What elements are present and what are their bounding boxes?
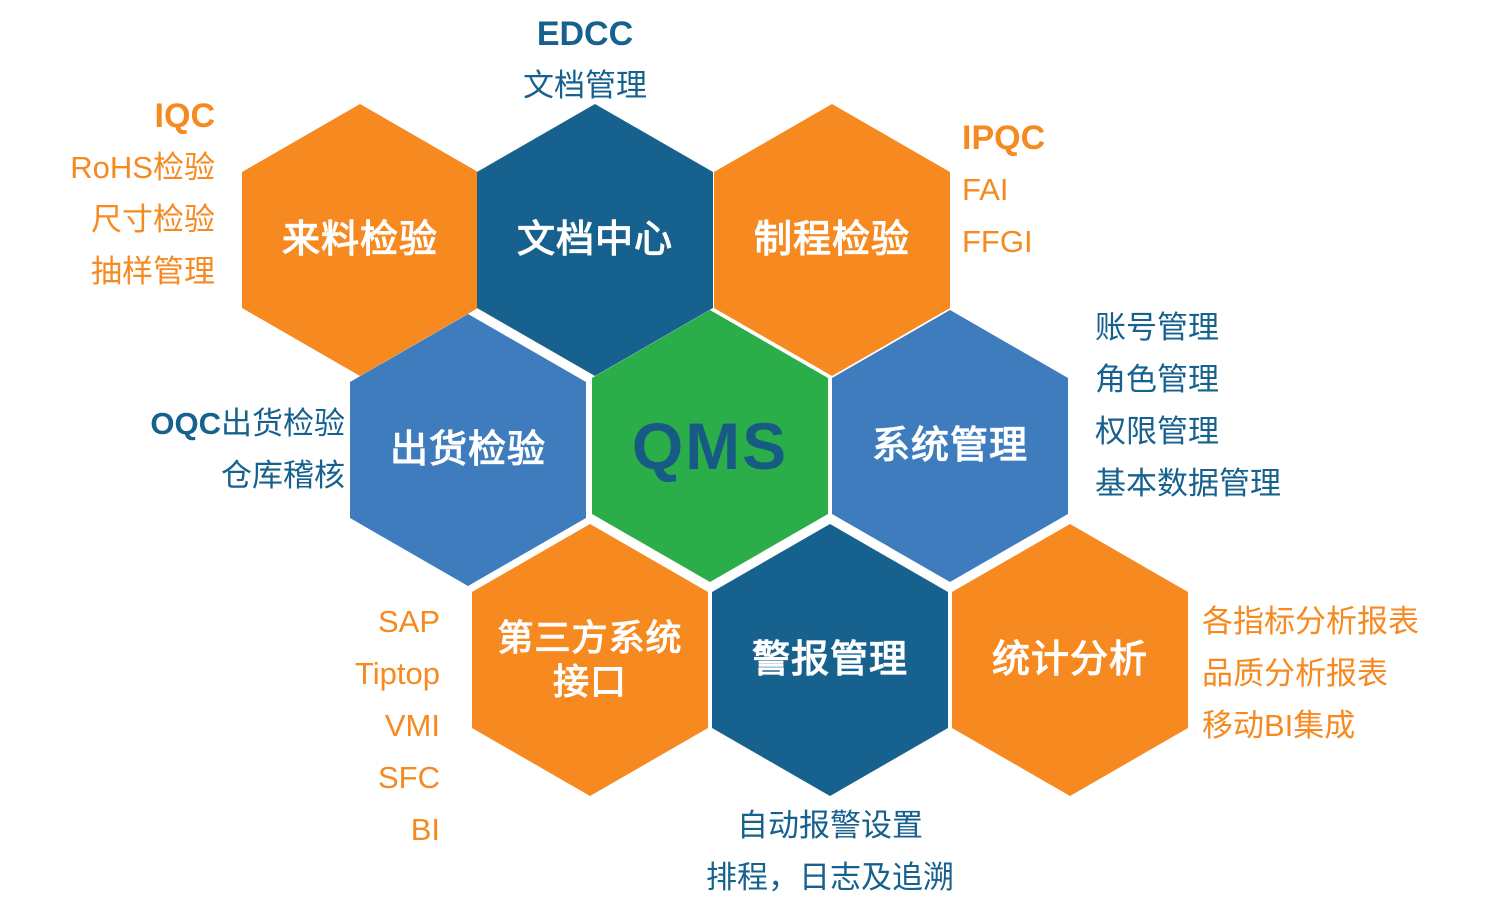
annotation-line: 移动BI集成 <box>1202 708 1356 743</box>
hexagon-label-document-center: 文档中心 <box>516 219 673 261</box>
annotation-line: 账号管理 <box>1095 310 1219 345</box>
annotation-line: 仓库稽核 <box>221 458 345 493</box>
annotation-oqc-title: OQC <box>150 406 221 441</box>
annotation-line: 抽样管理 <box>91 254 215 289</box>
annotation-oqc-title-suffix: 出货检验 <box>221 406 345 441</box>
annotation-iqc: IQC RoHS检验 尺寸检验 抽样管理 <box>30 90 215 298</box>
annotation-alarm: 自动报警设置 排程，日志及追溯 <box>620 800 1040 904</box>
hexagon-label-shipment-inspection: 出货检验 <box>389 429 546 471</box>
annotation-ipqc-title: IPQC <box>962 119 1046 157</box>
annotation-line: 自动报警设置 <box>737 808 923 843</box>
annotation-line: 角色管理 <box>1095 362 1219 397</box>
annotation-line: 品质分析报表 <box>1202 656 1388 691</box>
annotation-oqc-title-line: OQC出货检验 <box>90 398 345 450</box>
hexagon-label-system-management: 系统管理 <box>871 425 1028 467</box>
hexagon-label-incoming-inspection: 来料检验 <box>281 219 438 261</box>
hexagon-label-third-party-line1: 第三方系统 <box>497 617 683 658</box>
annotation-line: FAI <box>962 172 1009 207</box>
annotation-statistics: 各指标分析报表 品质分析报表 移动BI集成 <box>1202 596 1492 752</box>
annotation-line: 权限管理 <box>1095 414 1219 449</box>
hexagon-label-third-party-line2: 接口 <box>552 661 627 702</box>
annotation-line: 排程，日志及追溯 <box>706 860 954 895</box>
annotation-third-party-systems: SAP Tiptop VMI SFC BI <box>280 596 440 856</box>
annotation-system-management: 账号管理 角色管理 权限管理 基本数据管理 <box>1095 302 1425 510</box>
hexagon-third-party-interface: 第三方系统 接口 <box>472 524 708 796</box>
annotation-line: 文档管理 <box>523 68 647 103</box>
annotation-line: 尺寸检验 <box>91 202 215 237</box>
annotation-line: SFC <box>378 760 440 795</box>
annotation-line: RoHS检验 <box>70 150 215 185</box>
hexagon-statistics-analysis: 统计分析 <box>952 524 1188 796</box>
hexagon-alarm-management: 警报管理 <box>712 524 948 796</box>
annotation-line: 各指标分析报表 <box>1202 604 1419 639</box>
hexagon-label-process-inspection: 制程检验 <box>753 219 910 261</box>
annotation-line: 基本数据管理 <box>1095 466 1281 501</box>
annotation-oqc: OQC出货检验 仓库稽核 <box>90 398 345 502</box>
hexagon-incoming-inspection: 来料检验 <box>242 104 478 376</box>
annotation-edcc: EDCC 文档管理 <box>450 8 720 112</box>
annotation-line: BI <box>410 812 440 847</box>
qms-title: QMS <box>631 409 789 483</box>
annotation-line: SAP <box>377 604 440 639</box>
annotation-ipqc: IPQC FAI FFGI <box>962 112 1162 268</box>
annotation-edcc-title: EDCC <box>536 15 634 53</box>
annotation-line: FFGI <box>962 224 1033 259</box>
hexagon-label-statistics-analysis: 统计分析 <box>991 639 1148 681</box>
hexagon-label-alarm-management: 警报管理 <box>751 639 908 681</box>
annotation-line: VMI <box>384 708 440 743</box>
annotation-iqc-title: IQC <box>154 97 215 135</box>
annotation-line: Tiptop <box>354 656 440 691</box>
